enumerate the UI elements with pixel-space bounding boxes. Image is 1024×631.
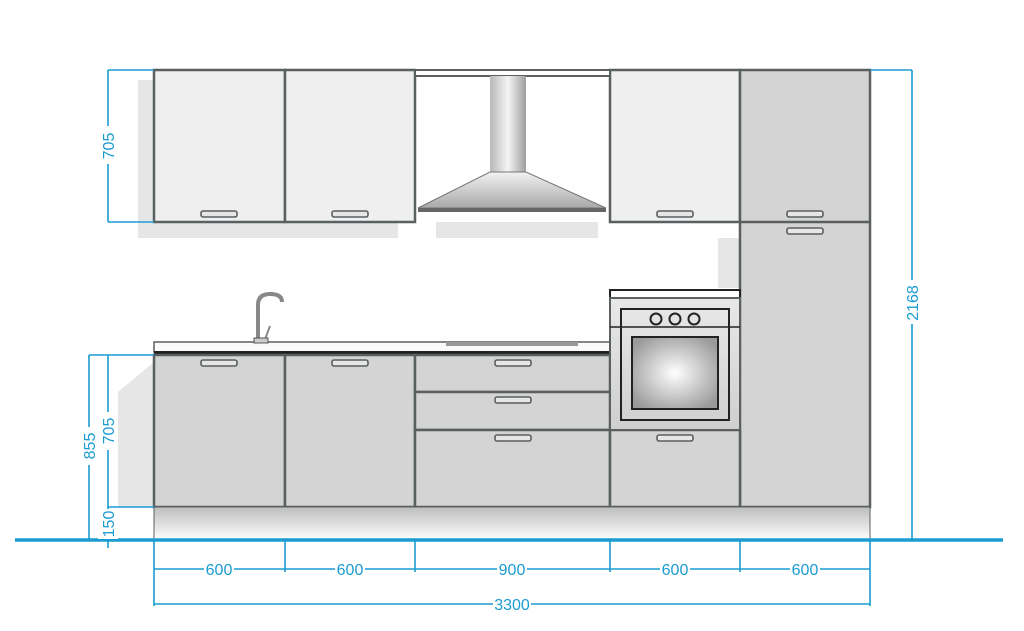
width-label-4: 600 — [662, 562, 689, 579]
plinth-height-label: 150 — [101, 511, 118, 538]
upper-cabinet-2[interactable] — [283, 68, 417, 224]
handle — [331, 210, 369, 218]
upper-cabinets — [152, 68, 742, 224]
oven-window — [631, 336, 719, 410]
handle — [656, 210, 694, 218]
width-label-5: 600 — [792, 562, 819, 579]
tall-cabinet — [738, 68, 872, 509]
oven-knob — [687, 312, 701, 326]
dimension-labels: 705 2168 855 705 150 600 600 900 600 600… — [79, 126, 922, 614]
width-label-2: 600 — [337, 562, 364, 579]
oven-knob — [649, 312, 663, 326]
base-height-label: 705 — [101, 418, 118, 445]
oven — [609, 289, 741, 431]
total-height-label: 2168 — [905, 285, 922, 321]
handle — [786, 210, 824, 218]
wall-shadow — [118, 80, 740, 507]
tall-cabinet-body[interactable] — [738, 68, 872, 509]
range-hood — [414, 69, 611, 212]
worktop — [153, 291, 611, 355]
base-cabinet-1[interactable] — [152, 353, 287, 509]
drawer-3[interactable] — [413, 428, 612, 509]
upper-cabinet-3[interactable] — [608, 68, 742, 224]
width-label-1: 600 — [206, 562, 233, 579]
base-total-height-label: 855 — [82, 433, 99, 460]
oven-knob — [668, 312, 682, 326]
base-cabinets — [152, 353, 742, 509]
upper-height-label: 705 — [101, 133, 118, 160]
plinth — [153, 506, 871, 541]
oven-drawer[interactable] — [608, 428, 742, 509]
total-width-label: 3300 — [494, 597, 530, 614]
base-cabinet-2[interactable] — [283, 353, 417, 509]
handle — [200, 210, 238, 218]
drawer-1[interactable] — [413, 353, 612, 394]
upper-cabinet-1[interactable] — [152, 68, 287, 224]
handle — [786, 227, 824, 235]
width-label-3: 900 — [499, 562, 526, 579]
